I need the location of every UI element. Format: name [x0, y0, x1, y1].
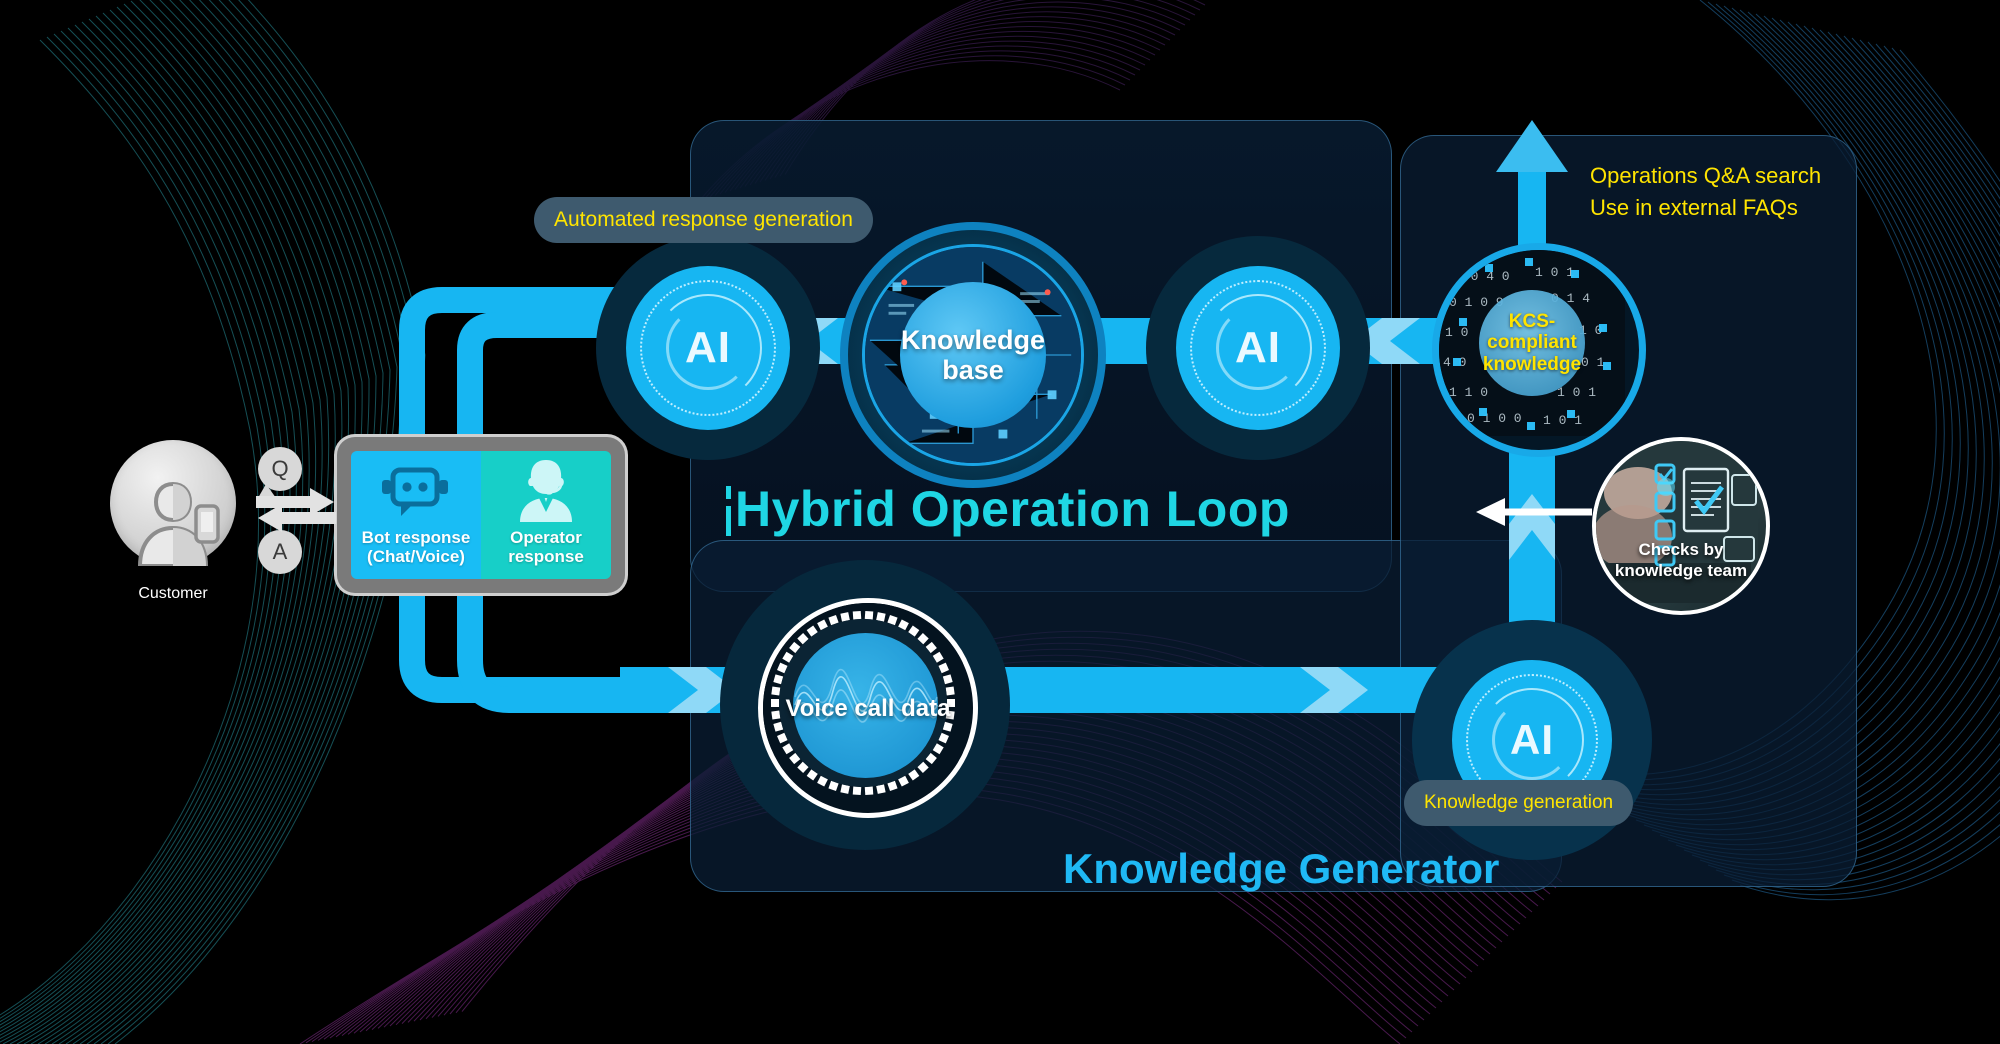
checklist-photo-icon: [1596, 441, 1758, 603]
question-arrow-icon: [256, 484, 334, 516]
ai-arc-ring-icon: [1480, 688, 1584, 792]
waveform-icon: [794, 668, 938, 723]
bot-response-line2: (Chat/Voice): [367, 547, 465, 567]
title-rest: ybrid Operation Loop: [771, 481, 1290, 537]
answer-marker: A: [272, 539, 288, 564]
node-voice-call-data[interactable]: Voice call data: [758, 598, 978, 818]
answer-bubble: A: [258, 530, 302, 574]
badge-label: Knowledge generation: [1424, 792, 1614, 813]
answer-arrow-icon: [258, 504, 336, 532]
checks-label-line2: knowledge team: [1614, 560, 1748, 580]
svg-text:0 1 0 0: 0 1 0 0: [1467, 411, 1522, 426]
checks-label-line1: Checks by: [1638, 540, 1724, 560]
svg-text:1 0: 1 0: [1579, 323, 1602, 338]
note-line1: Operations Q&A search: [1590, 163, 1822, 188]
ai-arc-ring-icon: [1204, 294, 1312, 402]
svg-text:1 0 1: 1 0 1: [1557, 385, 1596, 400]
voice-call-data-label: Voice call data: [785, 695, 951, 722]
ai-label: AI: [1235, 323, 1281, 372]
knowledge-base-label-line1: Knowledge: [900, 324, 1045, 355]
node-ai-retrieval[interactable]: AI: [1176, 266, 1340, 430]
svg-text:1 0 1: 1 0 1: [1535, 265, 1574, 280]
operator-response-line2: response: [508, 547, 584, 567]
svg-text:0 1 0 9: 0 1 0 9: [1449, 295, 1504, 310]
page-title-hybrid-operation-loop: Hybrid Operation Loop: [726, 480, 1290, 538]
ai-label: AI: [1510, 716, 1554, 763]
ai-arc-ring-icon: [654, 294, 762, 402]
chatbot-icon: [382, 467, 448, 516]
bot-response-line1: Bot response: [361, 527, 471, 547]
badge-knowledge-generation[interactable]: Knowledge generation: [1404, 780, 1634, 826]
ai-label: AI: [685, 323, 731, 372]
knowledge-base-core: Knowledge base: [900, 282, 1046, 428]
kcs-label-line1: KCS-: [1508, 311, 1556, 333]
ai-dotted-ring-icon: [1190, 280, 1326, 416]
operator-response-panel[interactable]: Operator response: [481, 451, 611, 579]
svg-text:1 0 4 0: 1 0 4 0: [1455, 269, 1510, 284]
ai-arc-ring2-icon: [1216, 306, 1300, 390]
svg-text:1 0 1: 1 0 1: [1543, 413, 1582, 428]
svg-text:0 1: 0 1: [1581, 355, 1605, 370]
node-checks-by-knowledge-team[interactable]: Checks by knowledge team: [1592, 437, 1770, 615]
response-channel-box[interactable]: Bot response (Chat/Voice) Operator respo…: [337, 437, 625, 593]
section-title-knowledge-generator: Knowledge Generator: [1063, 845, 1500, 892]
svg-text:1 0: 1 0: [1445, 325, 1468, 340]
question-marker: Q: [271, 456, 289, 481]
question-bubble: Q: [258, 447, 302, 491]
operator-response-line1: Operator: [510, 527, 582, 547]
knowledge-base-label-line2: base: [942, 355, 1004, 385]
bot-response-panel[interactable]: Bot response (Chat/Voice): [351, 451, 481, 579]
node-knowledge-base[interactable]: Knowledge base: [840, 222, 1106, 488]
badge-automated-response-generation[interactable]: Automated response generation: [534, 197, 873, 243]
headset-agent-icon: [520, 459, 572, 522]
ai-dotted-ring-icon: [640, 280, 776, 416]
note-line2: Use in external FAQs: [1590, 194, 1798, 220]
ai-arc-ring2-icon: [1492, 700, 1572, 780]
node-ai-response[interactable]: AI: [626, 266, 790, 430]
customer-avatar[interactable]: [110, 440, 236, 568]
customer-avatar-icon: [137, 481, 220, 568]
customer-label: Customer: [138, 585, 208, 602]
badge-label: Automated response generation: [554, 208, 853, 231]
kcs-label-line2: compliant: [1487, 332, 1577, 354]
output-note: Operations Q&A search Use in external FA…: [1590, 160, 1821, 224]
kcs-label-line3: knowledge: [1482, 353, 1582, 375]
ai-arc-ring2-icon: [666, 306, 750, 390]
kcs-knowledge-core: KCS- compliant knowledge: [1479, 290, 1585, 396]
svg-text:1 1 0: 1 1 0: [1449, 385, 1488, 400]
voice-waveform-core: [793, 633, 938, 778]
title-first-letter: H: [726, 481, 772, 537]
